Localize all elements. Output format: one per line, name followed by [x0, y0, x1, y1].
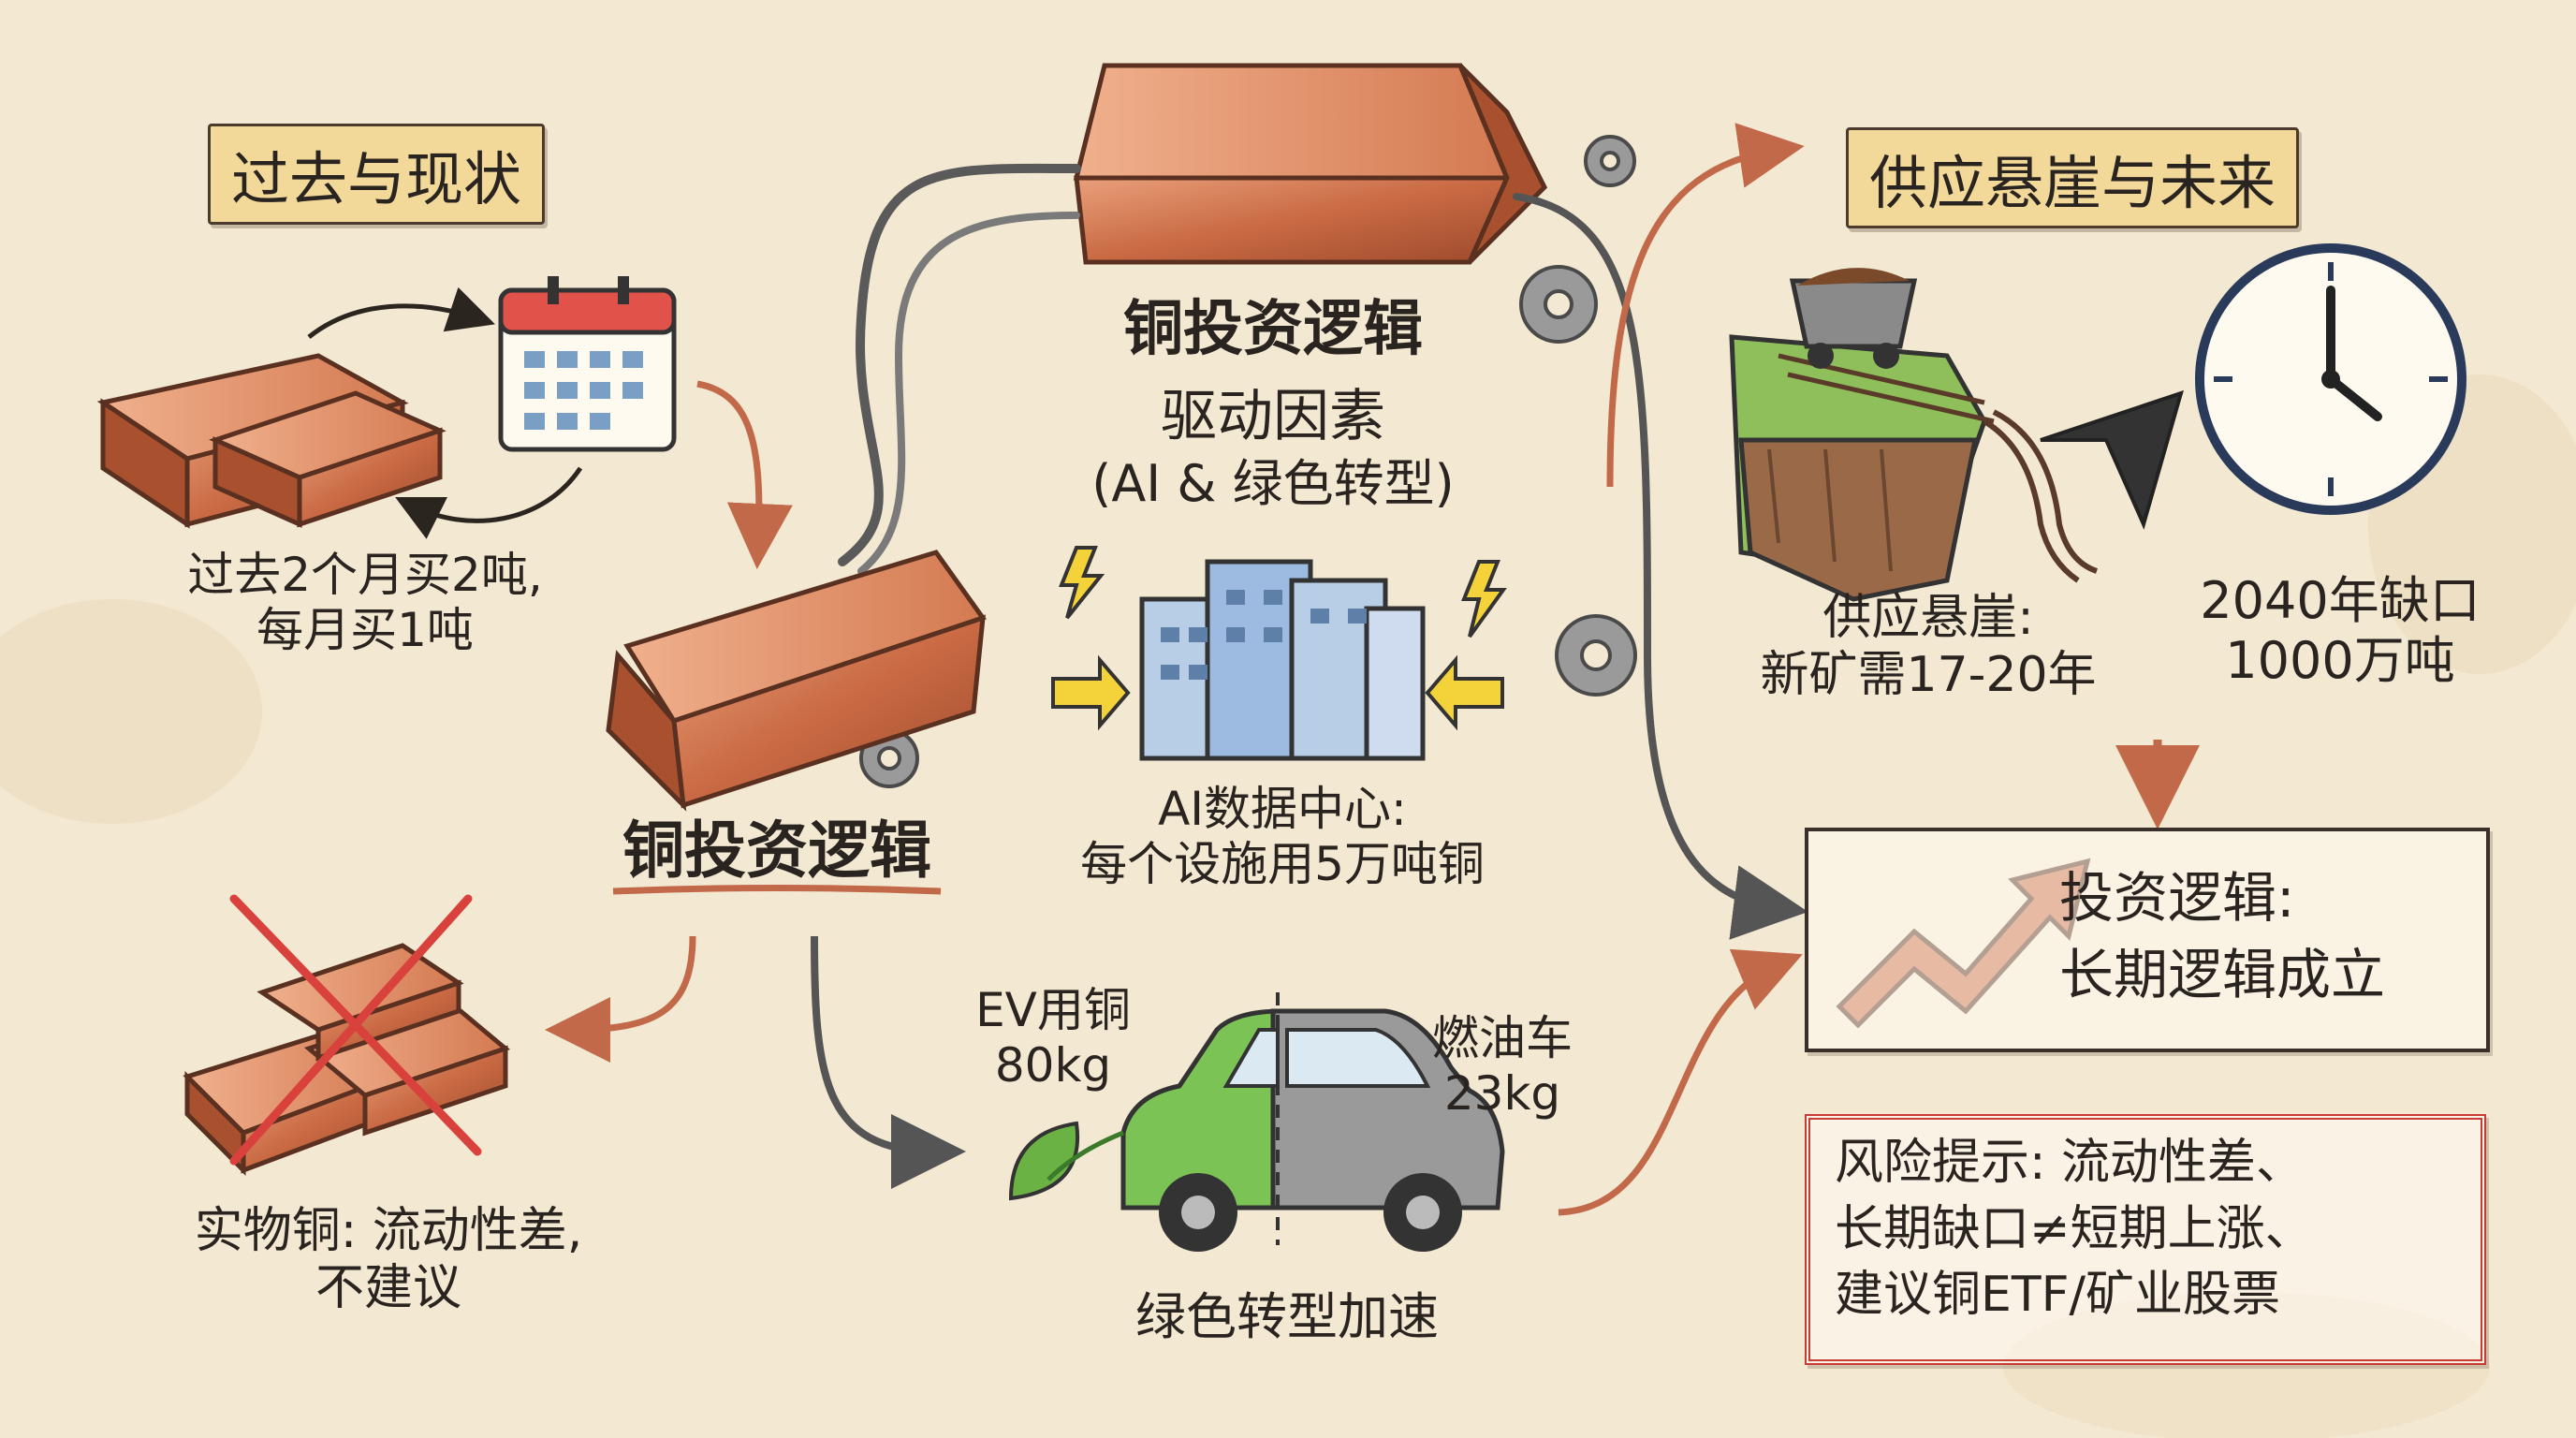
ev-copper-text: EV用铜 80kg	[936, 983, 1170, 1093]
copper-bar-icon	[606, 550, 988, 812]
ai-datacenter-line-1: AI数据中心:	[1158, 782, 1407, 836]
underline	[612, 885, 942, 895]
risk-warning-line-1: 风险提示: 流动性差、	[1835, 1135, 2305, 1191]
gap-2040-line-1: 2040年缺口	[2200, 571, 2481, 630]
drivers-title: 驱动因素	[1161, 384, 1385, 449]
clock-icon	[2195, 243, 2466, 515]
past-section-tag: 过去与现状	[208, 124, 546, 225]
physical-copper-text: 实物铜: 流动性差, 不建议	[112, 1203, 665, 1318]
supply-cliff-text: 供应悬崖: 新矿需17-20年	[1722, 590, 2134, 705]
center-title: 铜投资逻辑	[622, 814, 931, 887]
gap-2040-text: 2040年缺口 1000万吨	[2153, 571, 2527, 690]
copper-bar-icon	[1073, 63, 1548, 265]
green-transition-text: 绿色转型加速	[1135, 1287, 1439, 1346]
investment-logic-line-1: 投资逻辑:	[2059, 866, 2295, 930]
risk-warning-line-2: 长期缺口≠短期上涨、	[1835, 1200, 2314, 1257]
mine-cart-icon	[1789, 268, 1918, 369]
flow-arrow	[1606, 123, 1805, 488]
investment-logic-box	[1805, 828, 2490, 1052]
ai-datacenter-line-2: 每个设施用5万吨铜	[1080, 837, 1485, 891]
ice-copper-text: 燃油车 23kg	[1395, 1011, 1610, 1122]
drivers-subtitle: (AI & 绿色转型)	[1091, 454, 1455, 513]
cable-lines	[838, 163, 1808, 940]
past-purchase-line-2: 每月买1吨	[256, 603, 474, 657]
physical-copper-line-2: 不建议	[315, 1260, 461, 1317]
leaf-icon	[1008, 1121, 1124, 1201]
physical-copper-line-1: 实物铜: 流动性差,	[194, 1203, 583, 1259]
ice-copper-line-2: 23kg	[1443, 1066, 1561, 1121]
flow-arrow	[696, 380, 793, 569]
investment-logic-text: 投资逻辑: 长期逻辑成立	[2059, 866, 2462, 1007]
building-icon	[1139, 559, 1426, 761]
lightning-icon	[1051, 546, 1507, 731]
cross-icon	[229, 894, 482, 1166]
future-section-tag: 供应悬崖与未来	[1846, 127, 2300, 228]
past-purchase-text: 过去2个月买2吨, 每月买1吨	[112, 548, 618, 658]
top-center-title: 铜投资逻辑	[1123, 295, 1423, 364]
investment-logic-line-2: 长期逻辑成立	[2059, 943, 2386, 1007]
ev-copper-line-1: EV用铜	[975, 983, 1131, 1037]
copper-bar-icon	[96, 353, 446, 529]
gap-2040-line-2: 1000万吨	[2225, 630, 2455, 690]
flow-arrow	[1558, 948, 1803, 1216]
cycle-arrows	[307, 286, 583, 539]
risk-warning-text: 风险提示: 流动性差、 长期缺口≠短期上涨、 建议铜ETF/矿业股票	[1835, 1130, 2452, 1328]
risk-warning-box	[1805, 1114, 2486, 1365]
ai-datacenter-text: AI数据中心: 每个设施用5万吨铜	[1020, 782, 1544, 892]
flow-arrow	[545, 935, 696, 1063]
supply-cliff-line-1: 供应悬崖:	[1822, 590, 2034, 646]
supply-cliff-line-2: 新矿需17-20年	[1760, 647, 2097, 704]
flow-arrow	[811, 935, 966, 1189]
electric-car-icon	[1120, 992, 1505, 1252]
calendar-icon	[498, 276, 677, 452]
ev-copper-line-2: 80kg	[994, 1038, 1112, 1093]
past-purchase-line-1: 过去2个月买2吨,	[187, 548, 543, 602]
cliff-icon	[1729, 334, 2184, 602]
ice-copper-line-1: 燃油车	[1432, 1011, 1573, 1065]
risk-warning-line-3: 建议铜ETF/矿业股票	[1835, 1267, 2281, 1324]
